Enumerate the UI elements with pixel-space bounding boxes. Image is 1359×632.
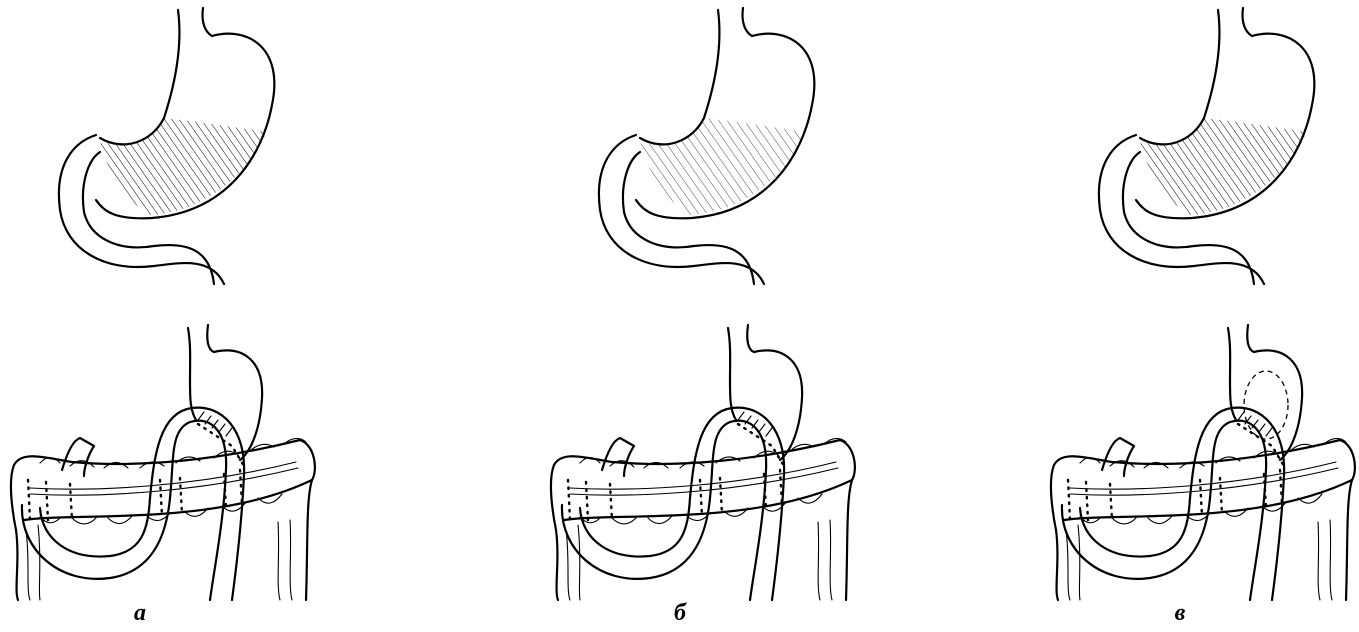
anastomosis-c [1051, 325, 1355, 600]
panel-b [551, 8, 855, 600]
stomach-b [599, 8, 814, 284]
anastomosis-a [11, 325, 315, 600]
stomach-a [59, 8, 274, 284]
panel-c [1051, 8, 1355, 600]
panel-label-a: а [134, 600, 146, 627]
panel-a [11, 8, 315, 600]
panel-label-b: б [674, 600, 686, 627]
panel-label-c: в [1175, 600, 1186, 627]
stomach-c [1099, 8, 1314, 284]
anastomosis-b [551, 325, 855, 600]
